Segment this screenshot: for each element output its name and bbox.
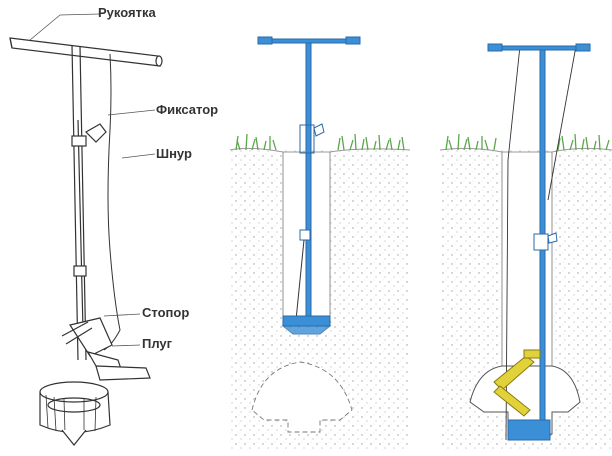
label-stopper: Стопор: [142, 305, 190, 320]
auger-ring: [39, 381, 111, 446]
lock-part: [71, 123, 107, 277]
cord: [103, 53, 121, 351]
right-panel: [439, 43, 612, 451]
tool-middle: [257, 36, 361, 335]
middle-panel: [229, 36, 411, 451]
cavity-middle: [251, 361, 353, 433]
label-lock: Фиксатор: [156, 102, 219, 117]
stopper-plow: [61, 317, 151, 381]
label-cord: Шнур: [156, 146, 192, 161]
grass-middle: [235, 133, 405, 151]
label-plow: Плуг: [142, 336, 173, 351]
handle-bar: [9, 37, 163, 67]
grass-right: [445, 133, 610, 151]
tool-shaft: [71, 44, 87, 361]
label-handle: Рукоятка: [98, 5, 156, 20]
cord-right: [505, 45, 577, 441]
plow-right: [493, 349, 541, 417]
leader-lines: [29, 13, 156, 347]
tool-drawing: [9, 37, 163, 446]
tool-right: [487, 43, 591, 441]
